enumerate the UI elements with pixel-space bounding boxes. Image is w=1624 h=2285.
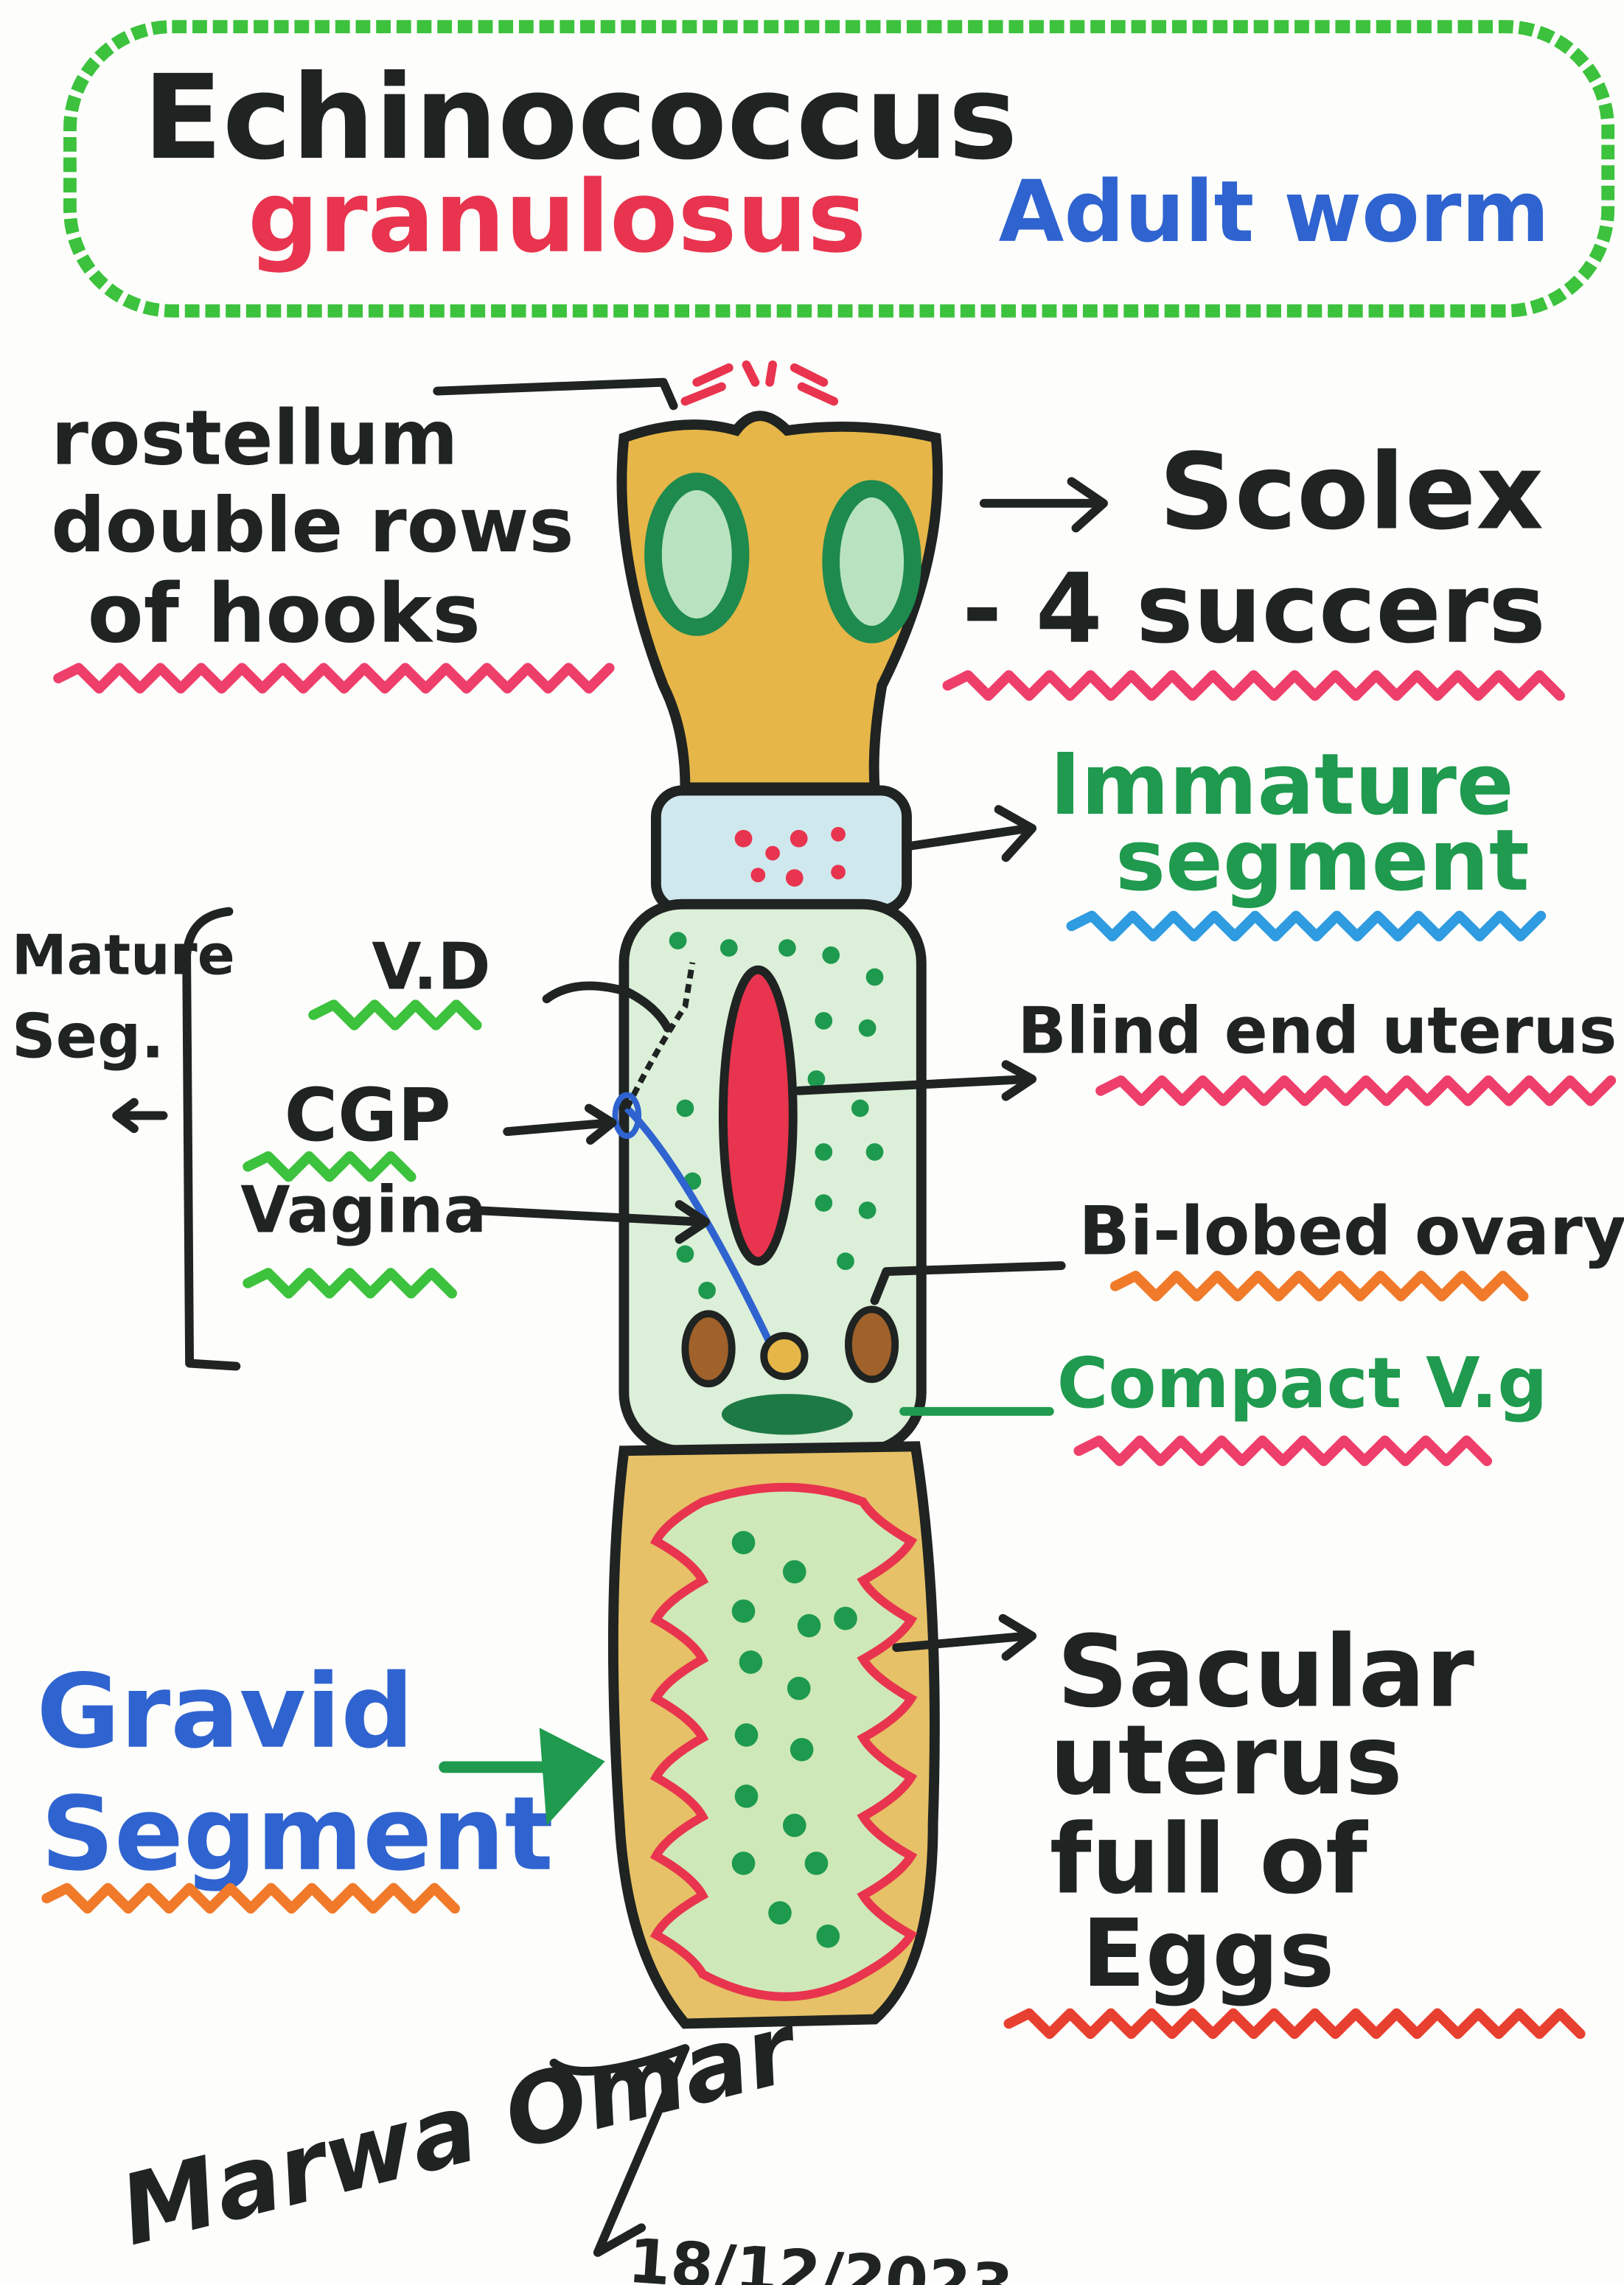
label-seg: Seg. <box>12 1000 164 1072</box>
signature-flourish <box>549 2044 690 2257</box>
arrow-mature <box>112 1098 168 1134</box>
arrow-uterus <box>794 1060 1037 1101</box>
label-gravid: Gravid <box>36 1653 414 1771</box>
arrow-cgp <box>503 1103 617 1145</box>
label-scolex: Scolex <box>1159 430 1544 553</box>
underline-immature <box>1066 910 1547 942</box>
underline-vd <box>308 1000 482 1030</box>
underline-suckers <box>942 670 1565 701</box>
label-vg: Compact V.g <box>1057 1343 1548 1424</box>
label-sacular: Sacular <box>1057 1614 1474 1729</box>
signature: Marwa Omar <box>110 1990 812 2267</box>
blind-end-uterus <box>718 965 798 1266</box>
underline-vagina <box>243 1268 457 1299</box>
arrow-scolex <box>979 477 1108 533</box>
label-cgp: CGP <box>285 1073 451 1158</box>
mature-bracket <box>182 907 241 1371</box>
label-suckers: - 4 succers <box>962 553 1546 665</box>
label-rostellum: rostellum <box>51 394 458 482</box>
title-granulosus: granulosus <box>248 159 866 275</box>
label-vd: V.D <box>372 929 490 1004</box>
title-frame <box>63 20 1615 318</box>
label-gravid-segment: Segment <box>41 1775 553 1894</box>
label-ovary: Bi-lobed ovary <box>1078 1193 1624 1270</box>
label-of-hooks: of hooks <box>88 567 481 662</box>
underline-cgp <box>243 1151 417 1182</box>
ovary-left-lobe <box>681 1310 736 1388</box>
ootype <box>760 1332 809 1381</box>
underline-sacular <box>1003 2008 1586 2040</box>
arrow-gravid-head <box>539 1727 605 1826</box>
label-immature-segment: segment <box>1115 812 1530 910</box>
label-uterus: uterus <box>1050 1704 1403 1816</box>
arrow-immature <box>907 805 1037 862</box>
immature-dots <box>734 826 846 887</box>
title-adult-worm: Adult worm <box>999 164 1550 262</box>
testes-dots <box>669 932 884 1300</box>
label-eggs: Eggs <box>1081 1899 1334 2008</box>
arrow-vagina <box>469 1200 711 1244</box>
vas-deferens <box>624 962 696 1110</box>
underline-uterus <box>1095 1075 1617 1106</box>
pointer-ovary <box>870 1261 1066 1305</box>
sucker-right <box>822 480 921 643</box>
rostellum-hooks <box>680 360 839 406</box>
label-mature: Mature <box>12 923 235 988</box>
ovary-right-lobe <box>844 1305 899 1384</box>
label-double-rows: double rows <box>51 482 574 570</box>
label-blind-end-uterus: Blind end uterus <box>1017 993 1617 1068</box>
label-vagina: Vagina <box>240 1173 487 1248</box>
arrow-sacular <box>892 1614 1037 1661</box>
pointer-vd <box>542 981 672 1033</box>
vagina-duct <box>624 1106 776 1350</box>
underline-gravid <box>41 1883 460 1914</box>
genital-pore <box>612 1092 642 1140</box>
label-full-of: full of <box>1050 1803 1368 1915</box>
underline-ovary <box>1109 1271 1529 1302</box>
date: 18/12/2023 <box>626 2225 1015 2285</box>
title-line1: Echinococcus <box>143 50 1018 186</box>
egg-dots <box>731 1531 857 1948</box>
label-immature: Immature <box>1050 736 1514 834</box>
underline-rostellum <box>53 663 615 694</box>
vitelline-gland <box>721 1394 853 1435</box>
underline-vg <box>1073 1435 1493 1467</box>
sucker-left <box>644 472 750 636</box>
immature-segment <box>650 785 912 915</box>
pointer-rostellum <box>433 377 678 411</box>
